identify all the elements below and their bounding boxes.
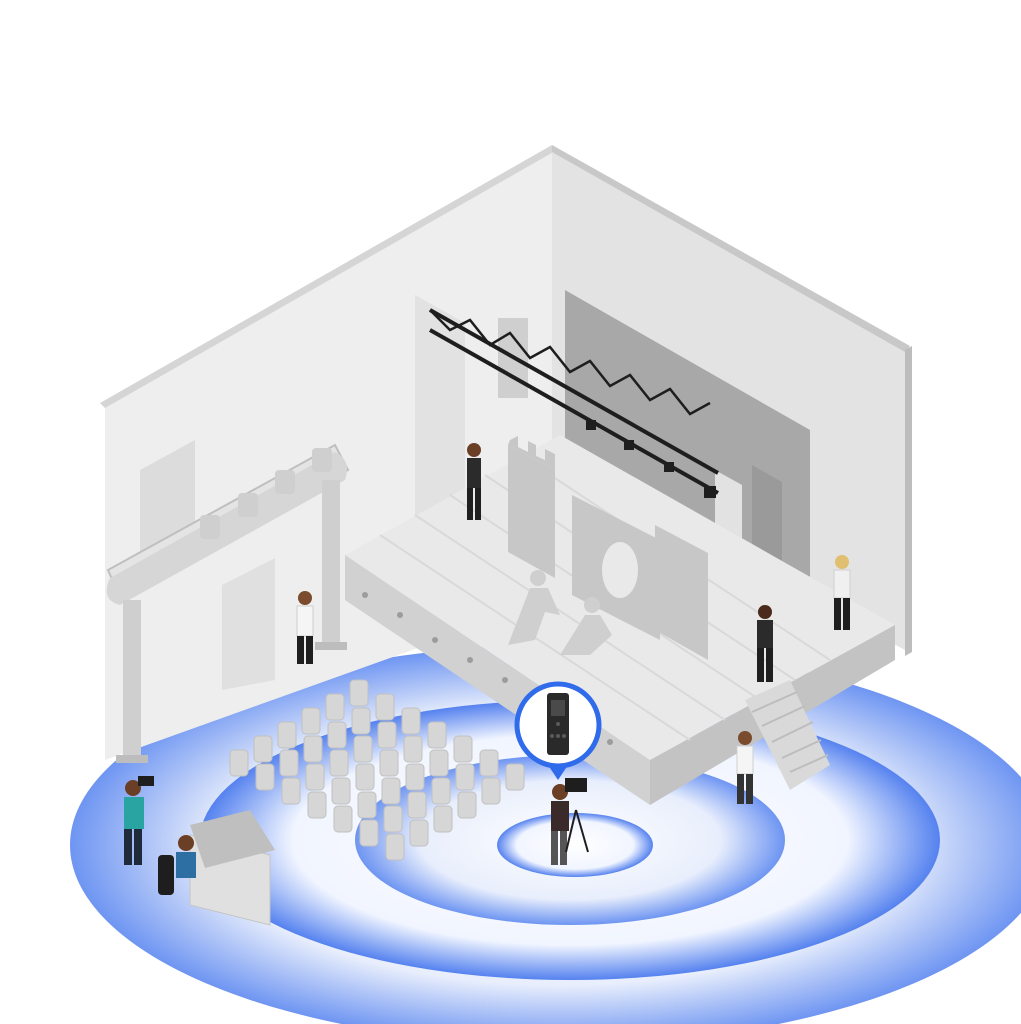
audience-seat [433,805,453,833]
camera-operator-center [551,778,589,865]
audience-seat [303,735,323,763]
audience-seat [331,777,351,805]
audience-seat [429,749,449,777]
audience-seat [383,805,403,833]
balcony [106,440,350,763]
camera-operator-left [124,776,154,865]
coverage-ring-center [497,813,653,877]
audience-seat [307,791,327,819]
person-stage-right [833,555,851,630]
proscenium-left [415,295,465,560]
audience-seat [403,735,423,763]
column [322,480,340,645]
audience-seat [349,679,369,707]
audience-seating [229,679,525,861]
audience-seat [379,749,399,777]
left-wall-top [100,145,557,408]
audience-seat [325,693,345,721]
right-wall-top [552,145,910,352]
audience-seat [359,819,379,847]
audience-seat [253,735,273,763]
audience-seat [455,763,475,791]
audience-seat [457,791,477,819]
audience-seat [351,707,371,735]
video-camera-icon [138,776,154,786]
audience-seat [431,777,451,805]
performer [560,597,612,655]
audience-seat [505,763,525,791]
office-chair [158,855,174,895]
person-stage-left [467,443,481,520]
audience-seat [377,721,397,749]
audience-seat [381,777,401,805]
video-camera-icon [565,778,587,792]
stage-stairs [745,680,830,790]
audience-seat [375,693,395,721]
performer [508,570,560,645]
person-wings [757,605,773,682]
audience-seat [333,805,353,833]
audio-recorder-icon [547,693,569,755]
audience-seat [401,707,421,735]
audience-seat [279,749,299,777]
audience-seat [427,721,447,749]
spotlight-icon [586,420,716,498]
people [124,443,851,926]
audience-seat [453,735,473,763]
audience-seat [407,791,427,819]
audience-seat [405,763,425,791]
audience-seat [305,763,325,791]
right-wall-edge [905,346,912,656]
audience-seat [385,833,405,861]
audience-seat [353,735,373,763]
audience-seat [481,777,501,805]
audience-seat [479,749,499,777]
audience-seat [255,763,275,791]
audience-seat [355,763,375,791]
audience-seat [281,777,301,805]
audience-seat [409,819,429,847]
person-stairs [736,731,754,804]
sound-engineer [158,810,275,926]
audience-seat [327,721,347,749]
audience-seat [277,721,297,749]
audience-seat [329,749,349,777]
audience-seat [229,749,249,777]
audience-seat [357,791,377,819]
column [123,600,141,760]
location-pin-icon [514,681,602,780]
person-usher [296,591,314,664]
audience-seat [301,707,321,735]
